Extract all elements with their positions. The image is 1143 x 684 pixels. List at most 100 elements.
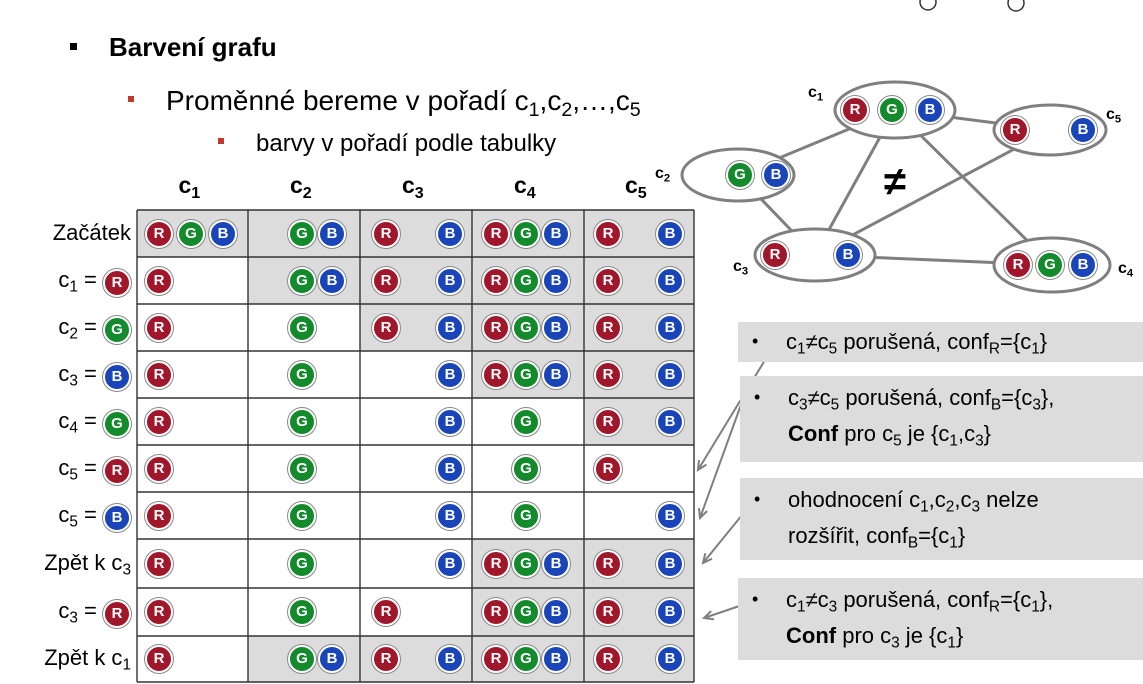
color-ball-B: B [436,360,464,389]
note-line: c1≠c5 porušená, confR={c1} [786,327,1047,357]
table-cell-ball: R [482,219,510,248]
graph-node-ball: R [1001,116,1029,144]
color-ball-G: G [512,266,540,295]
color-ball-B: B [834,241,862,269]
table-cell-ball: R [145,360,173,389]
color-ball-G: G [512,407,540,436]
column-header: c3 [402,172,424,201]
subscript: 1 [797,340,806,358]
color-ball-B: B [656,313,684,342]
color-ball-R: R [372,645,400,673]
subscript: 2 [69,325,78,343]
bullet-dot-icon: • [754,489,761,509]
color-ball-R: R [594,407,622,436]
text: c [290,172,303,198]
text: ohodnocení c [788,487,921,512]
table-cell-ball: R [594,407,622,436]
table-cell-ball: B [436,501,464,530]
subscript: 2 [663,172,671,185]
graph-node-ball: B [1069,116,1097,144]
table-cell-ball: B [318,219,346,248]
table-cell-ball: G [288,454,316,483]
color-ball-G: G [1036,251,1064,279]
table-cell-ball: G [512,598,540,626]
equals-sign: = [77,454,103,480]
note-line: Conf pro c3 je {c1} [786,621,963,651]
row-label: c3 = R [58,598,131,628]
text: ,c [539,85,562,116]
table-cell-ball: B [542,313,570,342]
table-cell-ball: R [145,454,173,483]
table-cell-ball: B [656,266,684,295]
arrow-head-icon [701,610,715,621]
color-ball-R: R [482,266,510,295]
color-ball-B: B [436,407,464,436]
color-ball-R: R [761,241,789,269]
table-cell-ball: B [542,360,570,389]
table-cell-ball: G [288,360,316,389]
table-cell-ball: R [482,266,510,295]
color-ball-R: R [594,645,622,673]
bold-text: Conf [788,421,839,446]
color-ball-B: B [436,454,464,483]
table-cell-ball: B [656,407,684,436]
row-label: Zpět k c3 [44,550,131,578]
bullet-square-icon [128,95,134,102]
color-ball-R: R [482,645,510,673]
color-ball-R: R [482,313,510,342]
table-cell-ball: B [436,219,464,248]
color-ball-B: B [436,645,464,673]
color-ball-R: R [145,407,173,436]
subscript: 3 [971,498,981,516]
table-cell-ball: R [372,645,400,673]
table-cell-ball: G [288,598,316,626]
table-cell-ball: R [145,266,173,295]
arrow-head-icon [697,507,708,521]
table-cell-ball: G [512,313,540,342]
graph-node-ball: B [762,161,790,189]
text: pro c [836,623,892,648]
color-ball-R: R [594,598,622,626]
graph-node-ball: B [834,241,862,269]
table-cell-ball: B [436,266,464,295]
color-ball-G: G [288,360,316,389]
text: c [786,329,797,354]
table-cell-ball: G [512,219,540,248]
arrow-head-icon [696,459,707,472]
subscript: 5 [830,396,840,414]
table-cell-ball: R [145,645,173,673]
column-header: c1 [179,172,201,201]
text: ={c [1000,587,1032,612]
subscript: 1 [947,634,956,652]
bullet-level3: barvy v pořadí podle tabulky [218,130,556,158]
table-cell-ball: B [436,360,464,389]
color-ball-R: R [482,360,510,389]
subscript: 1 [949,432,958,450]
table-cell-ball: B [656,549,684,578]
text: c [1106,106,1115,123]
table-cell-ball: R [594,219,622,248]
graph-node-ball: R [841,96,869,124]
graph-node-ball: G [1036,251,1064,279]
table-cell-ball: R [594,645,622,673]
color-ball-R: R [372,313,400,342]
table-cell-ball: G [512,266,540,295]
bullet-dot-icon: • [752,589,759,609]
subscript: 3 [69,609,78,627]
note-line: ohodnocení c1,c2,c3 nelze [788,485,1039,515]
text: c [58,313,70,339]
subscript: 3 [828,598,838,616]
color-ball-R: R [482,598,510,626]
equals-sign: = [77,598,103,623]
table-cell-ball: R [482,549,510,578]
table-cell-ball: R [145,549,173,578]
table-cell-ball: B [436,549,464,578]
row-label: c3 = B [58,361,131,391]
cropped-node-circle [919,0,937,11]
table-cell-ball: B [209,219,237,248]
subscript: 1 [816,91,824,104]
color-ball-B: B [542,645,570,673]
color-ball-R: R [145,266,173,295]
text: c [655,165,664,182]
subscript: 4 [1126,267,1134,280]
